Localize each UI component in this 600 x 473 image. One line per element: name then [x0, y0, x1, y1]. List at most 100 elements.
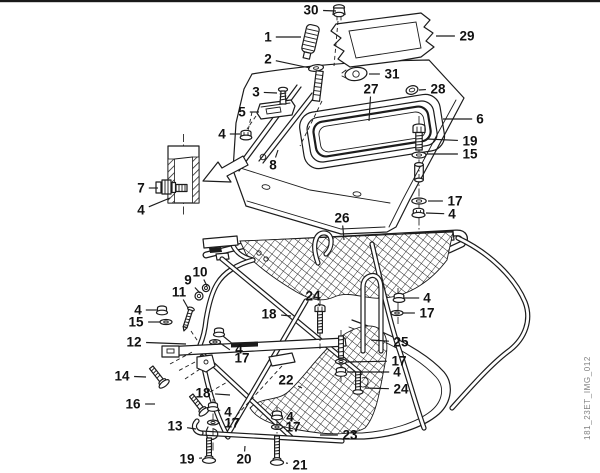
- bolt-14: [148, 365, 170, 389]
- callout-label-4: 4: [286, 410, 294, 425]
- callout-label-17: 17: [447, 194, 462, 209]
- callout-label-1: 1: [264, 30, 272, 45]
- latch-bracket: [246, 99, 296, 132]
- leader-line-25: [370, 339, 389, 342]
- lock-pin: [299, 23, 325, 147]
- leader-line-8: [274, 149, 279, 158]
- bolt-24-right: [352, 371, 369, 395]
- callout-label-19: 19: [179, 452, 194, 467]
- basket-right-rail: [449, 235, 531, 411]
- lid-body: [232, 59, 465, 235]
- lid-assembly-drawing: [155, 4, 465, 243]
- page-top-border: [0, 0, 600, 3]
- grommet-28: [405, 85, 419, 95]
- leader-line-4: [425, 212, 445, 215]
- callout-label-5: 5: [238, 105, 246, 120]
- callout-label-17: 17: [285, 420, 300, 435]
- callout-label-29: 29: [459, 29, 474, 44]
- callout-label-10: 10: [192, 265, 207, 280]
- callout-label-4: 4: [235, 342, 243, 357]
- leader-line-4: [148, 197, 171, 208]
- callout-label-6: 6: [476, 112, 484, 127]
- callout-label-9: 9: [184, 273, 192, 288]
- lid-fastener-stack: [411, 116, 427, 243]
- leader-line-26: [342, 225, 345, 241]
- bolt-24-center: [314, 300, 326, 349]
- callout-label-23: 23: [342, 428, 358, 443]
- callout-label-4: 4: [393, 365, 401, 380]
- lower-mesh-panel: [249, 325, 388, 435]
- callout-label-17: 17: [234, 351, 249, 366]
- mid-right-bolt-stack: [334, 330, 348, 384]
- callout-label-4: 4: [423, 291, 431, 306]
- bottom-center-fastener-stack: [269, 407, 285, 466]
- leader-line-11: [182, 299, 189, 309]
- side-panel: [321, 319, 451, 440]
- leader-line-2: [275, 60, 311, 69]
- callout-label-20: 20: [236, 452, 251, 467]
- bottom-rail-tube-core: [199, 431, 344, 443]
- callout-label-13: 13: [167, 419, 183, 434]
- callout-label-4: 4: [134, 303, 142, 318]
- front-rail: [161, 337, 347, 373]
- callout-label-15: 15: [128, 315, 144, 330]
- leader-line-17: [219, 342, 231, 351]
- callout-label-15: 15: [462, 147, 478, 162]
- callout-label-31: 31: [384, 67, 400, 82]
- right-upper-nut-washer: [390, 288, 406, 324]
- callout-label-16: 16: [125, 397, 141, 412]
- callout-label-3: 3: [252, 85, 260, 100]
- callout-label-7: 7: [137, 181, 145, 196]
- leader-line-3: [263, 91, 278, 94]
- callout-label-2: 2: [264, 52, 272, 67]
- callout-label-24: 24: [393, 382, 409, 397]
- hinge-screw: [182, 306, 195, 332]
- callout-label-28: 28: [430, 82, 446, 97]
- support-rod: [234, 84, 317, 172]
- nut-4-lid-left: [239, 129, 253, 141]
- leader-line-24: [317, 303, 321, 307]
- rail-nut-washer: [208, 327, 226, 346]
- leader-line-27: [368, 96, 372, 122]
- cylinder-section-detail: [155, 134, 200, 216]
- callout-label-4: 4: [137, 203, 145, 218]
- leader-line-18: [215, 393, 231, 396]
- callout-label-18: 18: [195, 386, 211, 401]
- rim-hook-tube-core: [313, 231, 333, 265]
- leader-line-10: [203, 279, 208, 287]
- side-loop-tube-core: [361, 274, 383, 353]
- leader-line-18: [281, 314, 292, 317]
- leader-line-12: [146, 341, 187, 345]
- direction-arrow: [202, 155, 249, 183]
- callout-label-19: 19: [462, 134, 477, 149]
- callout-label-25: 25: [393, 335, 409, 350]
- callout-label-21: 21: [292, 458, 308, 473]
- callout-label-17: 17: [224, 416, 239, 431]
- gasket-plate: [330, 12, 435, 68]
- callout-label-24: 24: [305, 289, 321, 304]
- callout-label-18: 18: [261, 307, 277, 322]
- leader-line-24: [364, 387, 389, 390]
- leader-line-19: [426, 138, 458, 141]
- callout-label-4: 4: [448, 207, 456, 222]
- callout-label-4: 4: [218, 127, 226, 142]
- leader-line-9: [194, 287, 201, 294]
- callout-label-14: 14: [114, 369, 130, 384]
- hinge-bracket-31: [341, 66, 368, 82]
- callout-label-27: 27: [363, 82, 378, 97]
- callout-label-30: 30: [303, 3, 318, 18]
- upper-mesh-panel: [239, 231, 454, 301]
- callout-label-22: 22: [278, 373, 293, 388]
- basket-top-rim-core: [203, 230, 467, 258]
- basket-right-rail-core: [450, 236, 530, 410]
- callout-label-4: 4: [224, 405, 232, 420]
- cylinder-bolt: [155, 179, 188, 195]
- image-id-watermark: 181_23ET_IMG_012: [583, 356, 592, 440]
- brace-tube-cross-core: [225, 299, 308, 438]
- leader-line-22: [297, 385, 303, 389]
- callout-label-8: 8: [269, 158, 277, 173]
- callout-label-26: 26: [334, 211, 350, 226]
